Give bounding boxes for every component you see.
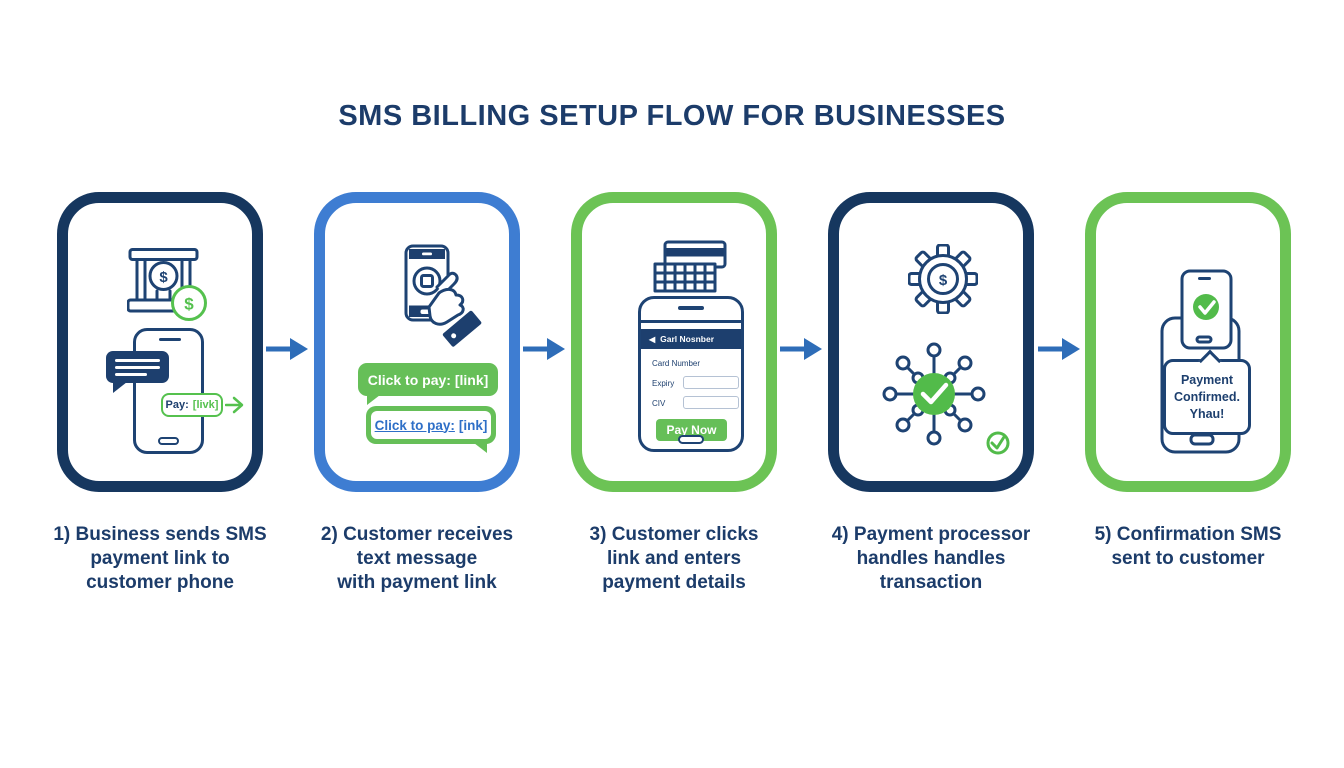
flow-arrow-2-3 bbox=[523, 338, 565, 360]
money-badge-circle bbox=[171, 285, 207, 321]
credit-card-keypad-icon bbox=[653, 240, 727, 293]
step-card-2: Click to pay: [link] Click to pay: [ink] bbox=[314, 192, 520, 492]
cvv-input bbox=[683, 396, 739, 409]
send-arrow-icon bbox=[225, 396, 244, 414]
expiry-label: Expiry bbox=[652, 379, 675, 388]
flow-arrow-4-5 bbox=[1038, 338, 1080, 360]
caption-1-line-2: payment link to bbox=[90, 548, 230, 569]
caption-5-line-2: sent to customer bbox=[1111, 548, 1265, 569]
page-title: SMS BILLING SETUP FLOW FOR BUSINESSES bbox=[338, 100, 1006, 132]
gear-dollar-icon: $ bbox=[908, 244, 978, 314]
phone-home-button bbox=[158, 437, 179, 445]
step-card-5: Payment Confirmed. Yhau! bbox=[1085, 192, 1291, 492]
caption-step-1: 1) Business sends SMS payment link to cu… bbox=[30, 523, 290, 595]
network-center-check-circle bbox=[913, 373, 955, 415]
cvv-label: CIV bbox=[652, 399, 666, 408]
caption-3-line-3: payment details bbox=[602, 572, 746, 593]
caption-3-line-2: link and enters bbox=[606, 548, 742, 569]
card-number-label: Card Number bbox=[652, 359, 701, 368]
phone-home-button bbox=[678, 435, 704, 444]
confirmation-line-2: Confirmed. bbox=[1174, 389, 1240, 404]
pay-now-button: Pay Now bbox=[656, 419, 727, 441]
bank-dollar-icon: $ $ bbox=[127, 248, 207, 321]
hand-holding-phone-icon bbox=[404, 244, 482, 347]
caption-2-line-2: text message bbox=[356, 548, 478, 569]
pay-link-pill: Pay: [livk] bbox=[161, 393, 223, 417]
confirmation-line-1: Payment bbox=[1180, 372, 1234, 387]
money-badge-dollar-glyph: $ bbox=[184, 295, 194, 314]
phone-speaker-line bbox=[678, 306, 704, 310]
expiry-input bbox=[683, 376, 739, 389]
click-to-pay-suffix: [ink] bbox=[458, 417, 488, 433]
network-check-icon bbox=[882, 342, 1010, 455]
caption-4-line-1: 4) Payment processor bbox=[831, 524, 1031, 545]
caption-step-3: 3) Customer clicks link and enters payme… bbox=[544, 523, 804, 595]
caption-step-2: 2) Customer receives text message with p… bbox=[287, 523, 547, 595]
bank-dollar-glyph: $ bbox=[159, 269, 168, 286]
sms-bubble-outline: Click to pay: [ink] bbox=[366, 406, 496, 453]
caption-1-line-3: customer phone bbox=[86, 572, 234, 593]
pay-link-prefix: Pay: bbox=[165, 399, 189, 411]
step-card-4: $ bbox=[828, 192, 1034, 492]
step-card-1: $ $ Pay: [livk] bbox=[57, 192, 263, 492]
caption-3-line-1: 3) Customer clicks bbox=[589, 524, 759, 545]
gear-dollar-glyph: $ bbox=[939, 272, 948, 289]
flow-arrow-1-2 bbox=[266, 338, 308, 360]
flow-arrow-3-4 bbox=[780, 338, 822, 360]
customer-phone-illustration bbox=[133, 328, 204, 454]
caption-4-line-3: transaction bbox=[879, 572, 983, 593]
confirmed-check-circle bbox=[1193, 294, 1219, 320]
caption-step-4: 4) Payment processor handles handles tra… bbox=[801, 523, 1061, 595]
caption-2-line-1: 2) Customer receives bbox=[320, 524, 514, 545]
caption-4-line-2: handles handles bbox=[856, 548, 1006, 569]
form-header-bar: ◀ Garl Nosnber bbox=[641, 329, 741, 349]
form-header-title: Garl Nosnber bbox=[660, 334, 715, 344]
caption-5-line-1: 5) Confirmation SMS bbox=[1094, 524, 1282, 545]
pay-link-text: [livk] bbox=[192, 399, 219, 411]
confirmation-bubble: Payment Confirmed. Yhau! bbox=[1163, 349, 1251, 435]
payment-form-phone: ◀ Garl Nosnber Card Number Expiry CIV Pa… bbox=[638, 296, 744, 452]
click-to-pay-link: Click to pay: bbox=[374, 417, 455, 433]
sms-bubble-filled: Click to pay: [link] bbox=[358, 363, 498, 405]
sms-message-bubble-icon bbox=[106, 351, 169, 393]
step-card-3: ◀ Garl Nosnber Card Number Expiry CIV Pa… bbox=[571, 192, 777, 492]
sms-bubble-filled-text: Click to pay: [link] bbox=[367, 371, 489, 388]
caption-step-5: 5) Confirmation SMS sent to customer bbox=[1058, 523, 1318, 571]
phone-speaker-line bbox=[159, 338, 181, 341]
back-arrow-icon: ◀ bbox=[649, 334, 656, 344]
confirmation-line-3: Yhau! bbox=[1189, 406, 1225, 421]
caption-1-line-1: 1) Business sends SMS bbox=[53, 524, 267, 545]
caption-2-line-3: with payment link bbox=[337, 572, 497, 593]
sleeve-cuff bbox=[442, 310, 482, 347]
